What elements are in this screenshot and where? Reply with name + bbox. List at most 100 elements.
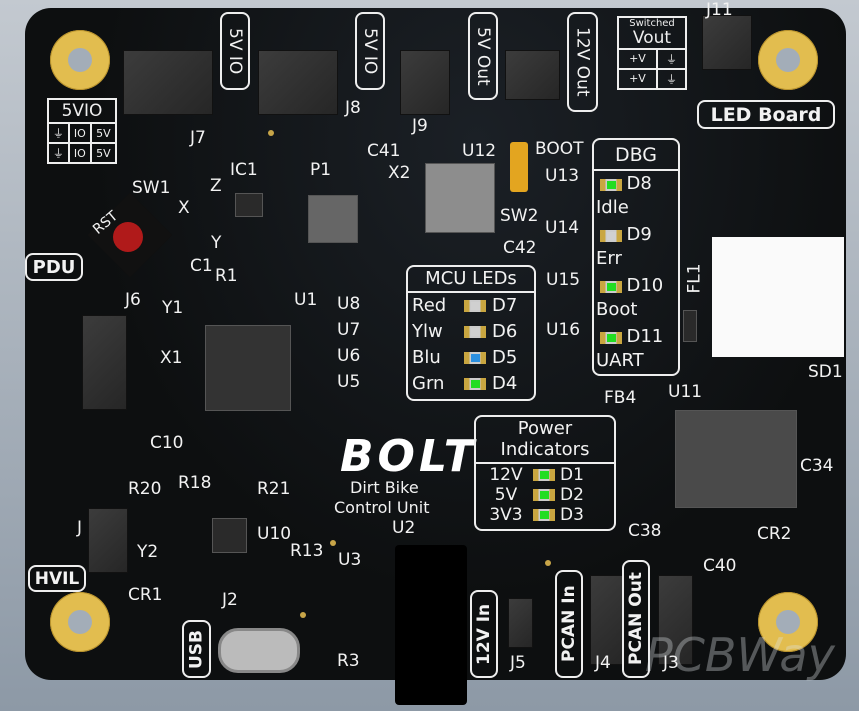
ref-c10: C10: [150, 433, 184, 453]
led-label: Idle: [596, 197, 629, 218]
mounting-hole: [758, 30, 818, 90]
header-hvil: [88, 508, 128, 573]
led-label: Err: [596, 248, 622, 269]
led-label: Blu: [412, 347, 441, 368]
table-title: Switched: [629, 18, 675, 29]
ref-j9: J9: [412, 116, 428, 136]
ref-y2: Y2: [137, 542, 159, 562]
led-ref: D4: [492, 373, 518, 394]
ref-fl1: FL1: [684, 263, 705, 294]
led-indicator: [600, 178, 622, 191]
ref-j4: J4: [595, 653, 611, 673]
cell: +V: [617, 47, 658, 70]
led-indicator: [464, 300, 486, 312]
header-j9: [400, 50, 450, 115]
via: [300, 612, 306, 618]
ref-c34: C34: [800, 456, 834, 476]
mounting-hole: [50, 592, 110, 652]
ref-j8: J8: [345, 98, 361, 118]
board-subtitle-1: Dirt Bike: [350, 478, 419, 497]
ref-u2: U2: [392, 518, 416, 538]
led-indicator: [533, 509, 555, 521]
filter-fl1: [683, 310, 697, 342]
ref-j2: J2: [222, 590, 238, 610]
led-label: Boot: [596, 299, 638, 320]
ref-ic1: IC1: [230, 160, 258, 180]
ref-r1: R1: [215, 266, 238, 286]
header-j10: [505, 50, 560, 100]
mcu-leds-title: MCU LEDs: [408, 267, 534, 293]
ref-j5: J5: [510, 653, 526, 673]
usb-c-port[interactable]: [218, 628, 300, 673]
ref-u12: U12: [462, 141, 497, 161]
ref-u1: U1: [294, 290, 318, 310]
ref-z: Z: [210, 176, 222, 196]
led-ref: D5: [492, 347, 518, 368]
connector-p1: [308, 195, 358, 243]
regulator-u2: [395, 545, 467, 705]
led-indicator: [464, 326, 486, 338]
ref-u14: U14: [545, 218, 580, 238]
ref-sw2: SW2: [500, 206, 539, 226]
ref-x2: X2: [388, 163, 411, 183]
cell: +V: [617, 67, 658, 90]
ref-u10: U10: [257, 524, 292, 544]
pcbway-watermark: PCBWay: [645, 628, 835, 682]
reset-button[interactable]: [113, 222, 143, 252]
cell: ⏚: [655, 67, 688, 90]
ref-u11: U11: [668, 382, 703, 402]
via: [545, 560, 551, 566]
mcu-led-row: Blu D5: [408, 345, 534, 371]
led-ref: D6: [492, 321, 518, 342]
cell: 5V: [89, 122, 118, 144]
header-j7: [123, 50, 213, 115]
mounting-hole: [758, 592, 818, 652]
dbg-led-row: D11: [594, 324, 678, 350]
cell: IO: [67, 142, 92, 164]
ref-j11: J11: [706, 0, 733, 20]
cell: ⏚: [655, 47, 688, 70]
ref-boot: BOOT: [535, 139, 584, 159]
led-ref: D9: [626, 224, 652, 245]
led-label: Red: [412, 295, 447, 316]
dbg-led-row: D8: [594, 171, 678, 197]
ref-r20: R20: [128, 479, 162, 499]
via: [330, 540, 336, 546]
ref-cr1: CR1: [128, 585, 163, 605]
sd-card-slot[interactable]: [712, 237, 844, 357]
ref-x: X: [178, 198, 190, 218]
ref-j3: J3: [663, 653, 679, 673]
cell: 5V: [89, 142, 118, 164]
ref-y: Y: [211, 233, 222, 253]
ref-sd1: SD1: [808, 362, 843, 382]
ref-u8: U8: [337, 294, 361, 314]
dbg-led-row: D9: [594, 222, 678, 248]
label-hvil: HVIL: [28, 565, 86, 592]
power-title-2: Indicators: [500, 439, 590, 460]
ic-ic1: [235, 193, 263, 217]
ref-cr2: CR2: [757, 524, 792, 544]
led-ref: D11: [626, 326, 664, 347]
boot-switch-sw2[interactable]: [510, 142, 528, 192]
ref-c1: C1: [190, 256, 213, 276]
ref-j6: J6: [125, 290, 141, 310]
led-indicator: [533, 469, 555, 481]
ref-fb4: FB4: [604, 388, 637, 408]
ref-u6: U6: [337, 346, 361, 366]
label-5v-io-j8: 5V IO: [355, 12, 385, 90]
ref-u3: U3: [338, 550, 362, 570]
label-5v-out: 5V Out: [468, 12, 498, 100]
table-title: 5VIO: [47, 98, 117, 124]
led-label: Grn: [412, 373, 445, 394]
ref-r3: R3: [337, 651, 360, 671]
led-label: 3V3: [489, 504, 523, 525]
header-pcan-out: [658, 575, 693, 665]
led-indicator: [600, 280, 622, 293]
ref-j7: J7: [190, 128, 206, 148]
